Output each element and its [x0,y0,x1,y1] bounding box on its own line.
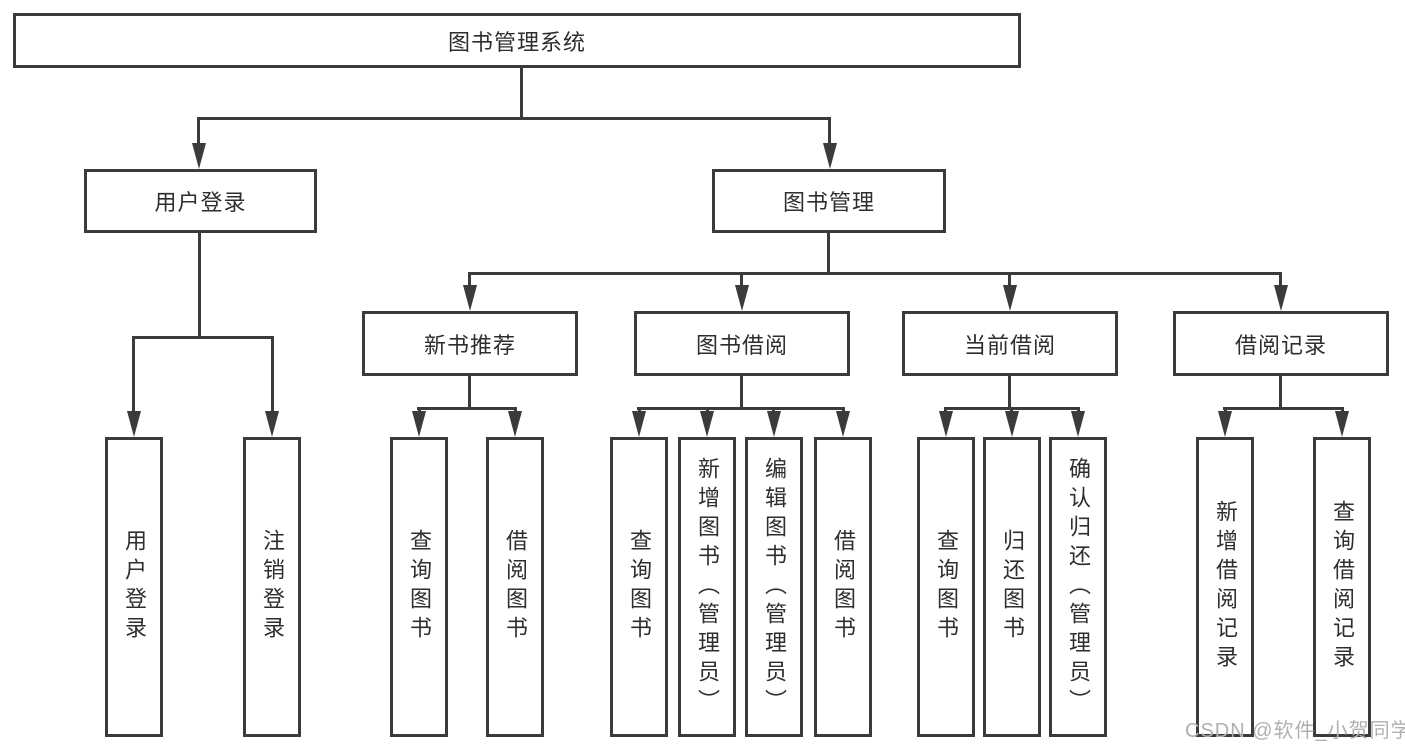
connector-line [197,117,831,120]
leaf-borrow-books-2-label: 借阅图书 [831,529,856,645]
connector-line [637,407,845,410]
leaf-borrow-books-1: 借阅图书 [486,437,544,737]
leaf-add-books-admin-label: 新增图书（管理员） [695,456,720,718]
leaf-edit-books-admin: 编辑图书（管理员） [745,437,803,737]
connector-line [132,336,135,421]
arrowhead-icon [939,411,953,437]
node-borrowing-records: 借阅记录 [1173,311,1389,376]
node-book-borrowing-label: 图书借阅 [695,332,788,358]
arrowhead-icon [463,285,477,311]
leaf-confirm-return-admin: 确认归还（管理员） [1049,437,1107,737]
leaf-query-borrow-record-label: 查询借阅记录 [1330,500,1355,674]
node-root-label: 图书管理系统 [447,29,586,55]
arrowhead-icon [735,285,749,311]
leaf-confirm-return-admin-label: 确认归还（管理员） [1066,456,1091,718]
node-book-management-group-label: 图书管理 [782,190,875,215]
node-root: 图书管理系统 [13,13,1021,68]
node-user-login-group: 用户登录 [84,169,317,233]
connector-line [468,272,1282,275]
leaf-add-borrow-record-label: 新增借阅记录 [1213,500,1238,674]
connector-line [1223,407,1344,410]
arrowhead-icon [823,143,837,169]
connector-line [1279,272,1282,292]
node-current-borrowing: 当前借阅 [902,311,1118,376]
leaf-edit-books-admin-label: 编辑图书（管理员） [762,456,787,718]
leaf-user-login-label: 用户登录 [122,529,147,645]
arrowhead-icon [192,143,206,169]
node-new-book-recommend: 新书推荐 [362,311,578,376]
arrowhead-icon [1005,411,1019,437]
connector-line [198,233,201,336]
node-current-borrowing-label: 当前借阅 [963,332,1056,358]
connector-line [740,376,743,409]
arrowhead-icon [1071,411,1085,437]
connector-line [1008,272,1011,292]
node-borrowing-records-label: 借阅记录 [1234,332,1327,358]
connector-line [417,407,517,410]
node-new-book-recommend-label: 新书推荐 [423,332,516,358]
arrowhead-icon [700,411,714,437]
connector-line [1279,376,1282,409]
leaf-query-books-1-label: 查询图书 [407,529,432,645]
leaf-query-borrow-record: 查询借阅记录 [1313,437,1371,737]
arrowhead-icon [127,411,141,437]
node-book-borrowing: 图书借阅 [634,311,850,376]
connector-line [740,272,743,292]
connector-line [520,68,523,118]
leaf-query-books-3: 查询图书 [917,437,975,737]
arrowhead-icon [632,411,646,437]
arrowhead-icon [508,411,522,437]
connector-line [197,117,200,147]
leaf-query-books-2-label: 查询图书 [627,529,652,645]
connector-line [271,336,274,421]
leaf-user-login: 用户登录 [105,437,163,737]
arrowhead-icon [1335,411,1349,437]
connector-line [828,117,831,147]
arrowhead-icon [836,411,850,437]
node-user-login-group-label: 用户登录 [154,190,247,215]
leaf-logout-label: 注销登录 [260,529,285,645]
arrowhead-icon [1274,285,1288,311]
arrowhead-icon [767,411,781,437]
leaf-borrow-books-1-label: 借阅图书 [503,529,528,645]
connector-line [827,233,830,273]
leaf-return-books-label: 归还图书 [1000,529,1025,645]
arrowhead-icon [1218,411,1232,437]
csdn-watermark: CSDN @软件_小贺同学 [1185,720,1405,742]
connector-line [1008,376,1011,409]
leaf-query-books-3-label: 查询图书 [934,529,959,645]
node-book-management-group: 图书管理 [712,169,946,233]
connector-line [468,376,471,409]
connector-line [132,336,274,339]
arrowhead-icon [1003,285,1017,311]
leaf-return-books: 归还图书 [983,437,1041,737]
arrowhead-icon [265,411,279,437]
arrowhead-icon [412,411,426,437]
connector-line [468,272,471,292]
leaf-add-books-admin: 新增图书（管理员） [678,437,736,737]
leaf-add-borrow-record: 新增借阅记录 [1196,437,1254,737]
leaf-logout: 注销登录 [243,437,301,737]
leaf-query-books-2: 查询图书 [610,437,668,737]
leaf-borrow-books-2: 借阅图书 [814,437,872,737]
leaf-query-books-1: 查询图书 [390,437,448,737]
